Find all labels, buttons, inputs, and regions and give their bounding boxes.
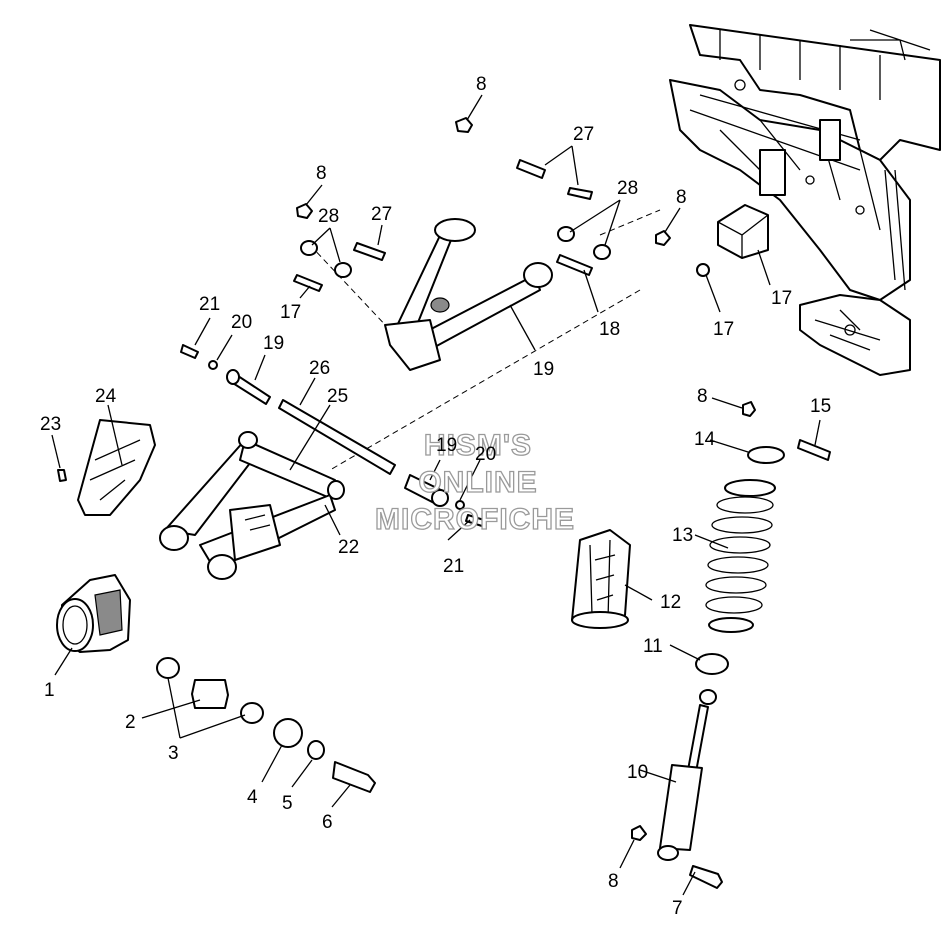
- callout-28-left: 28: [318, 206, 339, 227]
- sleeve-17-right: [556, 254, 593, 276]
- lower-a-arm: [159, 431, 345, 580]
- guard-24: [77, 419, 156, 516]
- callout-8-shock-bottom: 8: [608, 871, 619, 892]
- callout-14: 15: [810, 396, 831, 417]
- callout-1: 1: [44, 680, 55, 701]
- nut-8-shock-bottom: [631, 825, 647, 841]
- callout-3: 3: [168, 743, 179, 764]
- bolt-27-upper-b: [567, 187, 593, 200]
- bushing-28-left-b: [334, 262, 352, 278]
- callout-27-left: 27: [371, 204, 392, 225]
- callout-7: 7: [672, 898, 683, 919]
- frame-assembly: [669, 24, 941, 376]
- bushing-28-right-b: [593, 244, 611, 260]
- callout-10: 11: [643, 636, 663, 657]
- callout-9: 10: [627, 762, 648, 783]
- callout-12: 13: [672, 525, 693, 546]
- seal-3-right: [240, 702, 264, 724]
- washer-20-right: [455, 500, 465, 510]
- watermark-line-3: MICROFICHE: [375, 503, 575, 536]
- callout-17-left: 17: [280, 302, 301, 323]
- callout-28-right: 28: [617, 178, 638, 199]
- spring-seat-10: [695, 653, 729, 675]
- bolt-19-head: [226, 369, 240, 385]
- nut-8-right: [655, 230, 671, 246]
- bolt-6: [332, 761, 376, 793]
- bushing-28-right-a: [557, 226, 575, 242]
- callout-20-right: 20: [475, 444, 496, 465]
- bearing-carrier-1: [56, 574, 131, 653]
- callout-8-shock-top: 8: [697, 386, 708, 407]
- nut-8-left: [296, 203, 313, 219]
- callout-8-left: 8: [316, 163, 327, 184]
- nut-8-top: [455, 117, 473, 133]
- washer-20-left: [208, 360, 218, 370]
- callout-2: 2: [125, 712, 136, 733]
- callout-23: 23: [40, 414, 61, 435]
- screw-23: [57, 469, 67, 482]
- callout-4: 4: [247, 787, 258, 808]
- bolt-7: [689, 865, 723, 889]
- callout-11: 12: [660, 592, 681, 613]
- callout-24: 24: [95, 386, 117, 407]
- bushing-2: [191, 679, 229, 709]
- callout-6: 6: [322, 812, 333, 833]
- bolt-27-left: [353, 242, 386, 261]
- leader-lines: [51, 94, 821, 896]
- callout-labels: 8 27 28 8 8 28 27 17 18 19 17 17 21 20 1…: [40, 74, 831, 919]
- washer-5: [307, 740, 325, 760]
- bolt-27-upper-a: [516, 159, 546, 179]
- callout-5: 5: [282, 793, 293, 814]
- callout-22: 22: [338, 537, 359, 558]
- shock-absorber-9: [657, 689, 717, 861]
- callout-20-left: 20: [231, 312, 252, 333]
- callout-8-top: 8: [476, 74, 487, 95]
- callout-13: 14: [694, 429, 716, 450]
- pivot-shaft-25: [278, 399, 396, 475]
- bushing-19-end: [431, 489, 449, 507]
- callout-21-right: 21: [443, 556, 464, 577]
- callout-17-right: 18: [599, 319, 620, 340]
- watermark-line-2: ONLINE: [418, 466, 537, 499]
- callout-16: 17: [713, 319, 734, 340]
- nut-16: [696, 263, 710, 277]
- seal-3-left: [156, 657, 180, 679]
- callout-26: 26: [309, 358, 330, 379]
- callout-15: 17: [771, 288, 792, 309]
- watermark-line-1: HISM'S: [424, 429, 532, 462]
- spring-cover-base: [571, 611, 629, 629]
- callout-25: 25: [327, 386, 348, 407]
- sleeve-17-left: [293, 274, 323, 292]
- callout-18: 19: [533, 359, 554, 380]
- upper-a-arm: [384, 218, 553, 371]
- bolt-21-right: [465, 514, 485, 527]
- bolt-14: [797, 439, 831, 461]
- washer-4: [273, 718, 303, 748]
- nut-8-shock-top: [742, 401, 756, 417]
- coil-spring-12: [705, 479, 776, 633]
- mount-bracket-15: [717, 204, 769, 259]
- spring-retainer-13: [747, 446, 785, 464]
- watermark: HISM'S ONLINE MICROFICHE: [374, 428, 575, 536]
- callout-8-right: 8: [676, 187, 687, 208]
- callout-19-left: 19: [263, 333, 284, 354]
- callout-21-left: 21: [199, 294, 220, 315]
- callout-27-right: 27: [573, 124, 594, 145]
- bolt-21-left: [180, 344, 199, 359]
- callout-19-right: 19: [436, 435, 457, 456]
